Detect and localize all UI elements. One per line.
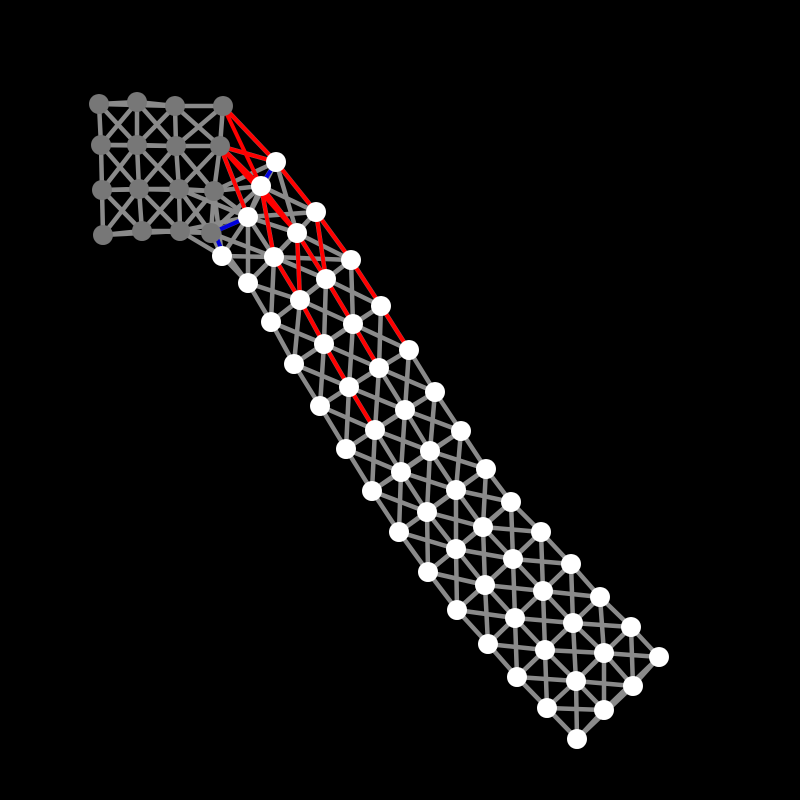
- free-node: [475, 575, 495, 595]
- fixed-node: [127, 135, 147, 155]
- free-node: [451, 421, 471, 441]
- fixed-node: [93, 225, 113, 245]
- free-node: [447, 600, 467, 620]
- mesh-edge: [294, 230, 354, 263]
- free-node: [621, 617, 641, 637]
- free-node: [251, 176, 271, 196]
- mesh-edge: [346, 384, 408, 413]
- free-node: [446, 539, 466, 559]
- free-node: [362, 481, 382, 501]
- free-node: [284, 354, 304, 374]
- fixed-node: [204, 181, 224, 201]
- fixed-node: [166, 136, 186, 156]
- tension-edge: [314, 210, 328, 281]
- free-node: [501, 492, 521, 512]
- free-node: [537, 698, 557, 718]
- free-node: [290, 290, 310, 310]
- free-node: [505, 608, 525, 628]
- mesh-edge: [402, 347, 412, 413]
- free-node: [341, 250, 361, 270]
- mesh-edge: [208, 230, 277, 260]
- free-node: [310, 396, 330, 416]
- free-node: [478, 634, 498, 654]
- mesh-edge: [321, 341, 382, 371]
- fixed-node: [170, 221, 190, 241]
- free-node: [563, 613, 583, 633]
- free-node: [238, 273, 258, 293]
- fixed-node: [210, 136, 230, 156]
- mesh-edge: [173, 103, 226, 149]
- free-node: [266, 152, 286, 172]
- free-node: [623, 676, 643, 696]
- free-node: [371, 296, 391, 316]
- free-node: [306, 202, 326, 222]
- mesh-edge: [376, 303, 384, 371]
- free-node: [446, 480, 466, 500]
- mesh-edge: [208, 183, 264, 236]
- free-node: [339, 377, 359, 397]
- free-node: [365, 420, 385, 440]
- free-node: [389, 522, 409, 542]
- mesh-edge: [348, 257, 356, 327]
- free-node: [369, 358, 389, 378]
- free-node: [533, 581, 553, 601]
- fixed-node: [213, 96, 233, 116]
- free-node: [212, 246, 232, 266]
- free-node: [343, 314, 363, 334]
- free-node: [503, 549, 523, 569]
- free-node: [420, 441, 440, 461]
- free-node: [418, 562, 438, 582]
- fixed-node: [129, 179, 149, 199]
- free-node: [531, 522, 551, 542]
- free-node: [594, 643, 614, 663]
- fixed-node: [127, 92, 147, 112]
- free-node: [417, 502, 437, 522]
- free-node: [399, 340, 419, 360]
- free-node: [425, 382, 445, 402]
- tension-edge: [295, 231, 302, 302]
- fixed-node: [132, 221, 152, 241]
- free-node: [561, 554, 581, 574]
- mesh-edge: [317, 403, 378, 433]
- free-node: [594, 700, 614, 720]
- free-node: [264, 247, 284, 267]
- fixed-node: [92, 180, 112, 200]
- free-node: [590, 587, 610, 607]
- free-node: [507, 667, 527, 687]
- free-node: [649, 647, 669, 667]
- tension-edge: [221, 104, 278, 164]
- free-node: [395, 400, 415, 420]
- free-node: [567, 729, 587, 749]
- free-node: [238, 207, 258, 227]
- free-nodes: [212, 152, 669, 749]
- free-node: [314, 334, 334, 354]
- free-node: [535, 640, 555, 660]
- free-node: [476, 459, 496, 479]
- tension-edge: [221, 104, 263, 188]
- tension-edge: [218, 144, 250, 219]
- free-node: [336, 439, 356, 459]
- free-node: [316, 269, 336, 289]
- tension-edge: [274, 160, 318, 214]
- free-node: [473, 517, 493, 537]
- fixed-nodes: [89, 92, 233, 245]
- tension-edge: [259, 184, 276, 259]
- mesh-edge: [258, 183, 319, 215]
- fixed-node: [169, 179, 189, 199]
- fixed-node: [89, 94, 109, 114]
- fixed-node: [201, 223, 221, 243]
- fixed-node: [165, 96, 185, 116]
- free-node: [391, 462, 411, 482]
- fixed-node: [91, 135, 111, 155]
- free-node: [261, 312, 281, 332]
- free-node: [287, 223, 307, 243]
- free-node: [566, 671, 586, 691]
